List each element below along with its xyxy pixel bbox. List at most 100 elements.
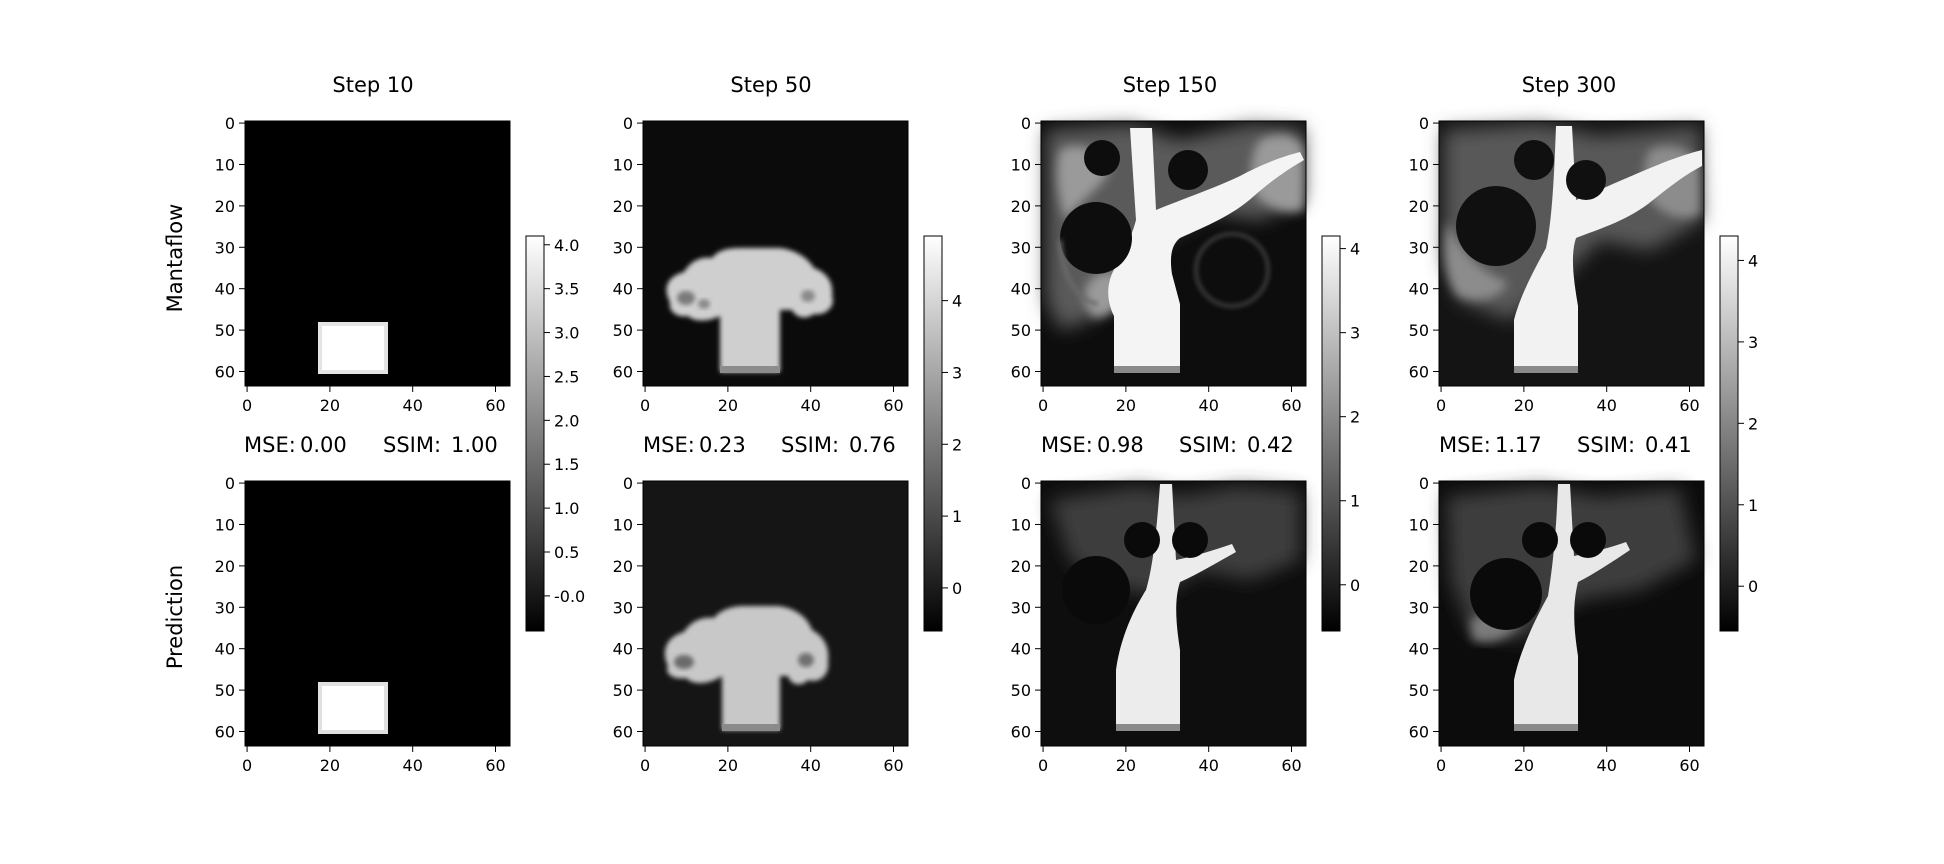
plot-frame (642, 480, 909, 747)
y-tick-label: 20 (1011, 197, 1031, 216)
y-tick-label: 20 (1011, 557, 1031, 576)
y-tick-label: 0 (1021, 474, 1031, 493)
x-tick-label: 60 (485, 756, 505, 775)
x-tick-label: 60 (1679, 396, 1699, 415)
plot-frame (1438, 480, 1705, 747)
x-tick-label: 60 (883, 756, 903, 775)
y-tick-label: 10 (1011, 155, 1031, 174)
y-tick-label: 30 (613, 598, 633, 617)
colorbar-tick-label: 2 (952, 435, 962, 454)
density-field (1444, 124, 1702, 373)
density-field (1446, 484, 1696, 731)
column-title: Step 10 (332, 73, 413, 97)
x-tick-label: 60 (485, 396, 505, 415)
y-tick-label: 40 (1011, 640, 1031, 659)
y-tick-label: 10 (1409, 155, 1429, 174)
plot-frame (1040, 120, 1307, 387)
y-tick-label: 60 (215, 363, 235, 382)
x-tick-label: 40 (1597, 756, 1617, 775)
x-tick-label: 40 (1199, 756, 1219, 775)
y-tick-label: 10 (613, 155, 633, 174)
density-field (318, 322, 388, 374)
y-tick-label: 40 (215, 640, 235, 659)
x-tick-label: 40 (403, 756, 423, 775)
mse-label: MSE: (1439, 433, 1491, 457)
density-field (664, 606, 829, 731)
x-tick-label: 20 (320, 756, 340, 775)
y-tick-label: 40 (1011, 280, 1031, 299)
y-tick-label: 50 (215, 681, 235, 700)
colorbar-gradient (923, 235, 943, 632)
y-tick-label: 20 (215, 197, 235, 216)
y-tick-label: 30 (1011, 598, 1031, 617)
x-tick-label: 0 (1038, 396, 1048, 415)
density-field (666, 248, 833, 373)
y-tick-label: 0 (225, 474, 235, 493)
y-tick-label: 20 (215, 557, 235, 576)
x-tick-label: 60 (1281, 756, 1301, 775)
y-tick-label: 40 (613, 640, 633, 659)
x-tick-label: 60 (1679, 756, 1699, 775)
column-title: Step 150 (1123, 73, 1218, 97)
colorbar-tick-label: 2.0 (554, 411, 579, 430)
column-title: Step 50 (730, 73, 811, 97)
y-tick-label: 30 (215, 238, 235, 257)
y-tick-label: 0 (1419, 114, 1429, 133)
y-tick-label: 40 (215, 280, 235, 299)
mse-value: 0.00 (300, 433, 347, 457)
y-tick-label: 60 (215, 723, 235, 742)
ssim-label: SSIM: (1577, 433, 1635, 457)
y-tick-label: 50 (1409, 321, 1429, 340)
colorbar-tick-label: 0 (1350, 576, 1360, 595)
colorbar-tick-label: 3 (952, 363, 962, 382)
ssim-label: SSIM: (1179, 433, 1237, 457)
x-tick-label: 0 (1038, 756, 1048, 775)
x-tick-label: 0 (242, 396, 252, 415)
colorbar-tick-label: 3 (1748, 333, 1758, 352)
y-tick-label: 50 (613, 681, 633, 700)
density-field (1050, 484, 1300, 731)
y-tick-label: 10 (1011, 515, 1031, 534)
row-label-mantaflow: Mantaflow (163, 204, 187, 313)
x-tick-label: 40 (1199, 396, 1219, 415)
x-tick-label: 40 (801, 756, 821, 775)
colorbar-tick-label: 2 (1748, 414, 1758, 433)
y-tick-label: 0 (225, 114, 235, 133)
x-axis: 0 20 40 60 (1038, 746, 1302, 775)
y-tick-label: 60 (613, 723, 633, 742)
plot-frame (244, 120, 511, 387)
colorbar-tick-label: 1 (952, 507, 962, 526)
colorbar-tick-label: 0.5 (554, 543, 579, 562)
y-tick-label: 20 (613, 197, 633, 216)
mse-value: 1.17 (1495, 433, 1542, 457)
column-step-150: Step 150 (1011, 73, 1361, 775)
density-field (1046, 124, 1304, 373)
plot-frame (244, 480, 511, 747)
colorbar-tick-label: 1 (1350, 492, 1360, 511)
mse-label: MSE: (244, 433, 296, 457)
column-title: Step 300 (1522, 73, 1617, 97)
plot-frame (642, 120, 909, 387)
y-tick-label: 60 (613, 363, 633, 382)
ssim-label: SSIM: (383, 433, 441, 457)
x-tick-label: 20 (1116, 756, 1136, 775)
y-tick-label: 30 (613, 238, 633, 257)
colorbar-tick-label: 0 (1748, 577, 1758, 596)
